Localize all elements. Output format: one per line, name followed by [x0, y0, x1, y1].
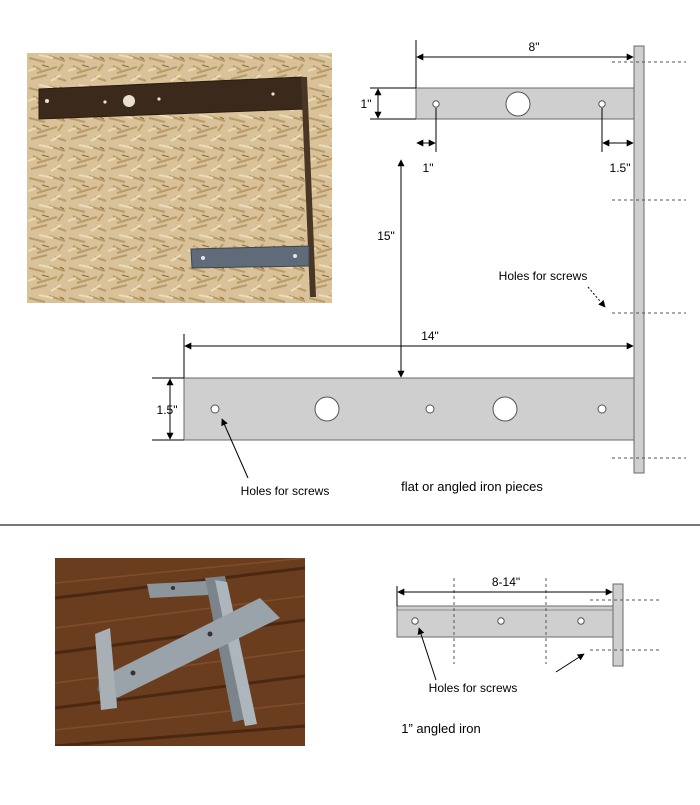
angled-iron-bar: [396, 605, 614, 638]
label-holes-right: Holes for screws: [499, 269, 588, 283]
angled-iron-bracket-image: [55, 558, 305, 746]
angled-screw-hole-1: [411, 617, 419, 625]
pointer-holes-lower: [221, 418, 249, 479]
dim-upper-height: 1": [361, 97, 372, 111]
dim-angled-width: 8-14": [492, 575, 520, 589]
lower-large-hole-1: [314, 396, 340, 422]
lower-screw-hole-1: [210, 404, 220, 414]
bottom-technical-drawing: 8-14" Holes for screws 1” angled iron: [396, 575, 662, 736]
pointer-angled-holes-left: [417, 627, 437, 681]
dim-upper-width: 8": [529, 40, 540, 54]
dim-lower-width: 14": [421, 329, 439, 343]
flat-iron-bracket-image: [27, 53, 332, 303]
label-angled-holes: Holes for screws: [429, 681, 518, 695]
dim-hole-offset-right: 1.5": [610, 161, 631, 175]
flat-iron-bracket-photo: [27, 53, 332, 303]
caption-angled-iron: 1” angled iron: [401, 721, 481, 736]
pointer-holes-right: [587, 286, 606, 308]
angled-screw-hole-3: [577, 617, 585, 625]
angled-wall-plate: [612, 583, 624, 667]
dim-lower-height: 1.5": [157, 403, 178, 417]
section-divider: [0, 524, 700, 526]
upper-large-hole: [505, 91, 531, 117]
lower-large-hole-2: [492, 396, 518, 422]
label-holes-lower: Holes for screws: [241, 484, 330, 498]
angled-iron-bracket-photo: [55, 558, 305, 746]
caption-flat-iron: flat or angled iron pieces: [401, 479, 543, 494]
pointer-angled-holes-right: [555, 653, 585, 673]
screw-guide-lines: [612, 61, 686, 459]
lower-screw-hole-3: [597, 404, 607, 414]
angled-screw-hole-2: [497, 617, 505, 625]
wall-plate: [633, 45, 645, 474]
top-technical-drawing: 8" 1" 1" 1.5" 15" 14" 1.5" Holes for scr…: [152, 40, 686, 498]
dim-hole-offset-left: 1": [423, 161, 434, 175]
upper-screw-hole-right: [598, 100, 606, 108]
dim-vertical-gap: 15": [377, 229, 395, 243]
lower-iron-bar: [183, 377, 635, 441]
lower-screw-hole-2: [425, 404, 435, 414]
upper-screw-hole-left: [432, 100, 440, 108]
